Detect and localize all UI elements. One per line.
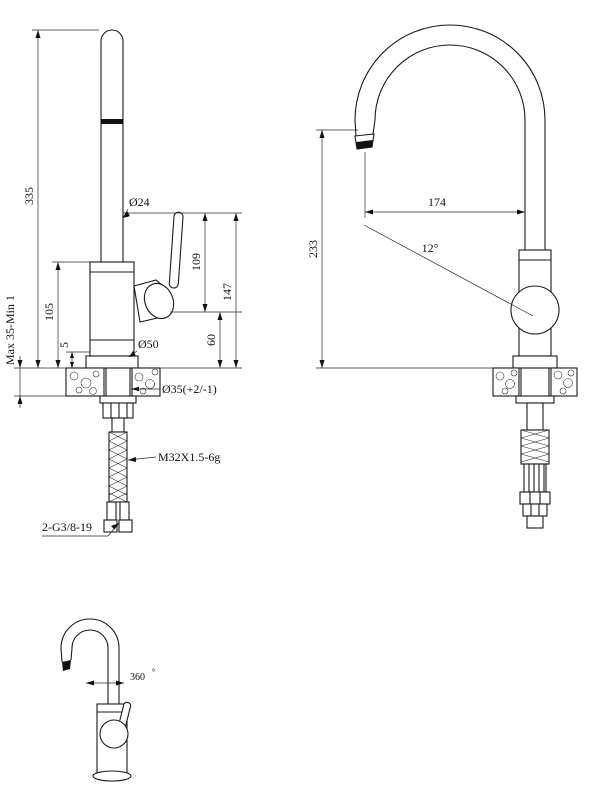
mounting-shank [99, 395, 137, 533]
side-view: 174 233 12° [306, 24, 578, 529]
dim-spout-diameter: Ø24 [129, 195, 150, 209]
faucet-body [89, 261, 135, 357]
handle-lever [168, 211, 184, 289]
nozzle-aerator [356, 140, 373, 149]
mini-ball-joint [99, 719, 129, 749]
mini-gooseneck-inner [71, 629, 109, 649]
base-plate [85, 355, 139, 369]
dim-hose-spec: 2-G3/8-19 [42, 520, 92, 534]
valve-cap [143, 282, 175, 320]
dim-total-height: 335 [22, 187, 36, 205]
gooseneck-outer [354, 24, 546, 121]
front-dimensions: 335 105 5 Max 35-Min 1 Ø24 [3, 29, 242, 537]
side-counter-deck [492, 367, 578, 397]
dim-body-height: 105 [42, 303, 56, 321]
rotation-view: 360 ° [60, 618, 156, 782]
dim-base-height: 5 [57, 342, 71, 348]
dim-rotation-degree: ° [152, 667, 156, 677]
ball-joint [510, 285, 560, 335]
rotation-annotation: 360 ° [86, 667, 156, 686]
side-mounting-shank [515, 395, 555, 529]
dim-spout-reach: 174 [428, 195, 446, 209]
dim-counter-thickness: Max 35-Min 1 [3, 295, 17, 365]
dim-body-diameter: Ø50 [138, 337, 159, 351]
side-base-plate [512, 355, 558, 369]
counter-deck [65, 367, 161, 397]
aerator-band [101, 119, 123, 124]
dim-hole-diameter: Ø35(+2/-1) [162, 382, 217, 396]
mini-gooseneck-outer [60, 618, 120, 649]
side-dimensions: 174 233 12° [306, 129, 534, 369]
gooseneck-inner [374, 44, 526, 121]
spout-pipe [100, 29, 124, 262]
dim-rotation: 360 [130, 672, 145, 683]
dim-thread-spec: M32X1.5-6g [158, 450, 220, 464]
mini-base [92, 770, 132, 782]
dim-valve-height: 60 [204, 334, 218, 346]
dim-spray-angle: 12° [422, 241, 439, 255]
dim-spout-height: 233 [306, 240, 320, 258]
hose-connector [118, 519, 133, 533]
mini-nozzle [62, 660, 71, 671]
braided-hose [108, 431, 128, 503]
front-view: 335 105 5 Max 35-Min 1 Ø24 [3, 29, 242, 537]
dim-handle-total: 147 [220, 283, 234, 301]
dim-handle-height: 109 [189, 253, 203, 271]
